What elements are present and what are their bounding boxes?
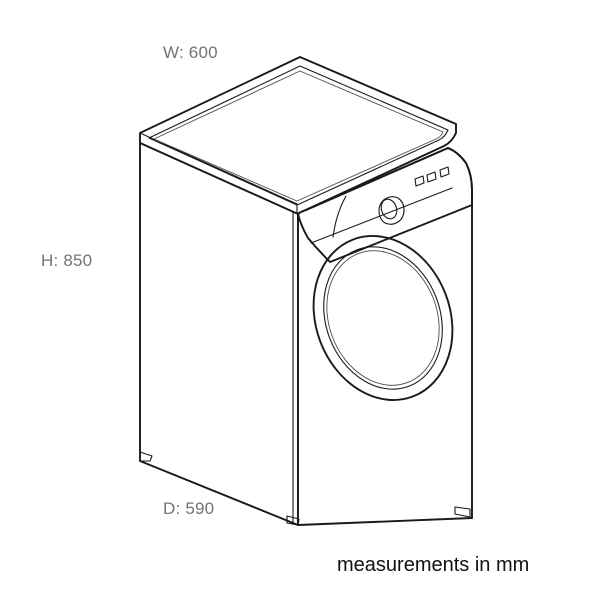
front-face	[297, 147, 473, 526]
top-lid-inset-hairline	[153, 70, 444, 202]
foot-right-front	[454, 506, 471, 518]
control-button-2[interactable]	[426, 171, 437, 183]
knob-face	[380, 198, 398, 220]
control-panel-lower-edge	[310, 187, 453, 244]
top-lid-left-thickness	[139, 132, 298, 215]
porthole-door[interactable]	[290, 216, 475, 421]
bottom-depth-edge	[139, 460, 299, 526]
door-inner-rim	[323, 246, 443, 390]
control-button-1[interactable]	[414, 175, 425, 187]
knob-side	[378, 196, 405, 225]
depth-dimension-label: D: 590	[163, 499, 215, 518]
height-dimension-label: H: 850	[41, 251, 93, 270]
program-dial-knob[interactable]	[378, 196, 405, 225]
control-panel-band	[297, 147, 473, 263]
door-glass-edge	[326, 250, 440, 386]
width-dimension-label: W: 600	[163, 43, 218, 62]
top-lid-inset-panel	[148, 65, 449, 206]
door-outer-rim	[312, 235, 454, 401]
control-panel-left-divider	[332, 195, 347, 238]
units-footer-note: measurements in mm	[337, 554, 530, 576]
control-buttons-group[interactable]	[414, 166, 450, 187]
foot-left-rear	[139, 451, 153, 462]
control-button-3[interactable]	[439, 166, 450, 178]
